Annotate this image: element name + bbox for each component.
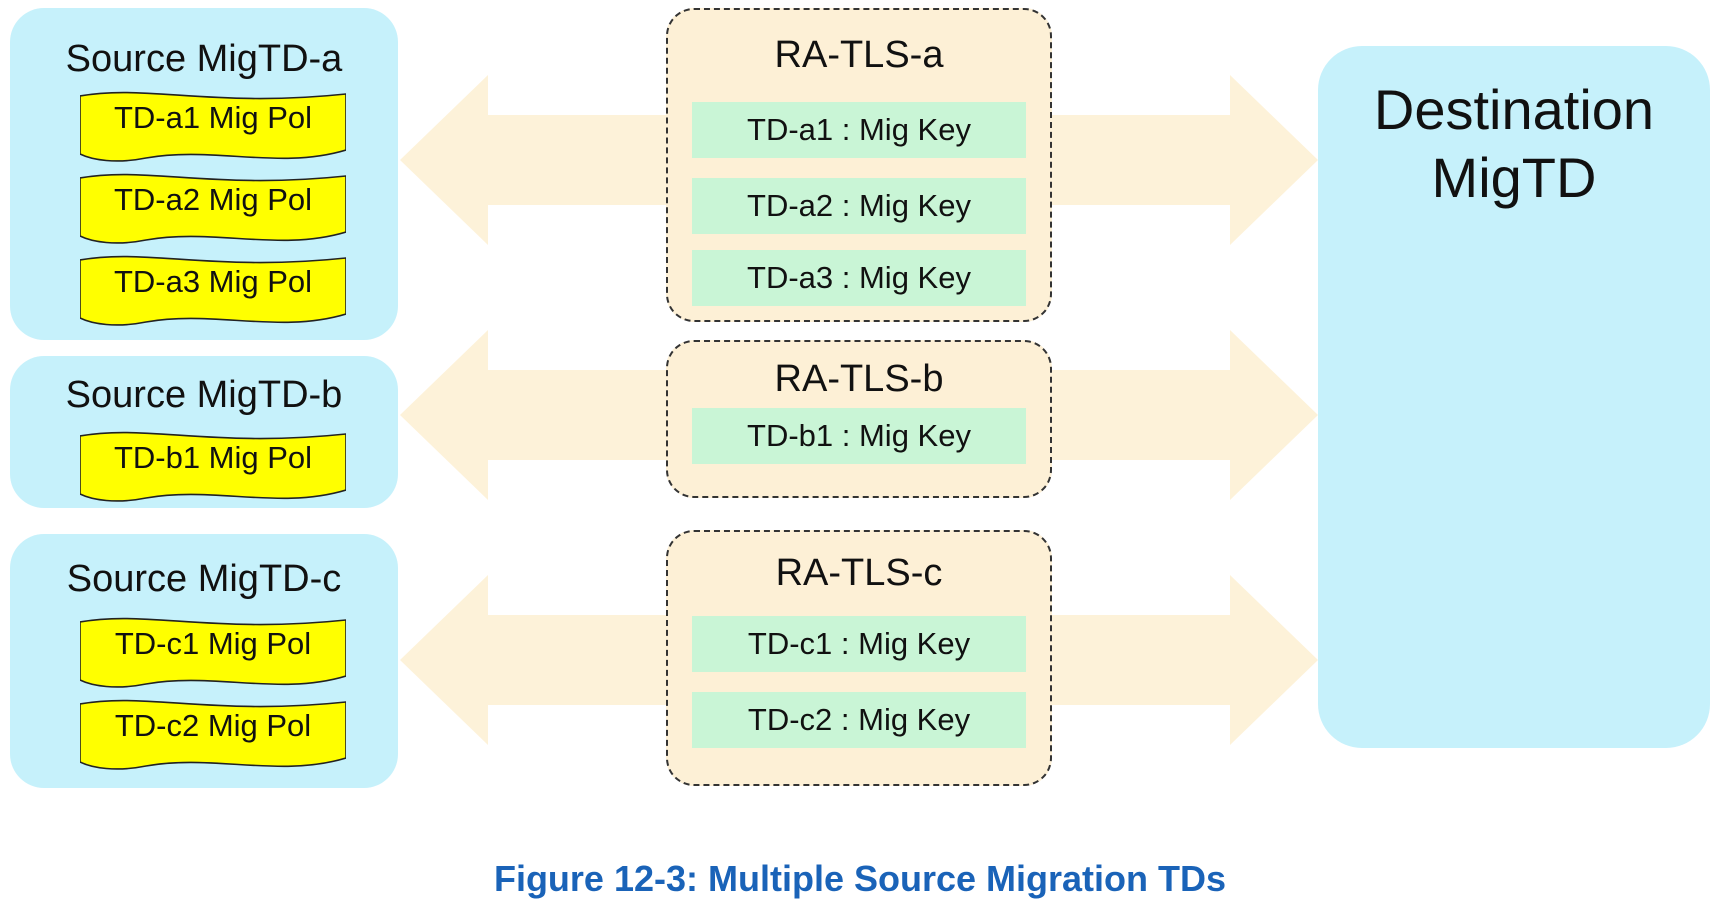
session-title: RA-TLS-b xyxy=(774,358,944,400)
destination-title-line-1: Destination xyxy=(1373,78,1655,141)
policy-document: TD-a3 Mig Pol xyxy=(80,252,346,328)
session-title: RA-TLS-c xyxy=(775,552,943,594)
mig-key-entry: TD-a3 : Mig Key xyxy=(692,250,1026,306)
mig-key-entry: TD-a1 : Mig Key xyxy=(692,102,1026,158)
policy-label: TD-a1 Mig Pol xyxy=(113,100,313,135)
policy-label: TD-c1 Mig Pol xyxy=(114,626,312,661)
ra-tls-session-b: RA-TLS-b TD-b1 : Mig Key xyxy=(666,340,1052,498)
ra-tls-session-c: RA-TLS-c TD-c1 : Mig Key TD-c2 : Mig Key xyxy=(666,530,1052,786)
policy-document: TD-b1 Mig Pol xyxy=(80,428,346,504)
policy-label: TD-a2 Mig Pol xyxy=(113,182,313,217)
policy-document: TD-c2 Mig Pol xyxy=(80,696,346,772)
policy-label: TD-a3 Mig Pol xyxy=(113,264,313,299)
policy-document: TD-a2 Mig Pol xyxy=(80,170,346,246)
destination-title: Destination MigTD xyxy=(1318,76,1710,212)
source-title: Source MigTD-b xyxy=(65,374,343,416)
source-title: Source MigTD-a xyxy=(65,38,343,80)
source-title: Source MigTD-c xyxy=(66,558,342,600)
policy-label: TD-b1 Mig Pol xyxy=(113,440,313,475)
policy-document: TD-a1 Mig Pol xyxy=(80,88,346,164)
mig-key-entry: TD-a2 : Mig Key xyxy=(692,178,1026,234)
session-title: RA-TLS-a xyxy=(774,34,944,76)
source-migtd-b: Source MigTD-b TD-b1 Mig Pol xyxy=(10,356,398,508)
destination-title-line-2: MigTD xyxy=(1431,146,1597,209)
mig-key-entry: TD-b1 : Mig Key xyxy=(692,408,1026,464)
destination-migtd: Destination MigTD xyxy=(1318,46,1710,748)
policy-label: TD-c2 Mig Pol xyxy=(114,708,312,743)
source-migtd-c: Source MigTD-c TD-c1 Mig Pol TD-c2 Mig P… xyxy=(10,534,398,788)
mig-key-entry: TD-c2 : Mig Key xyxy=(692,692,1026,748)
mig-key-entry: TD-c1 : Mig Key xyxy=(692,616,1026,672)
policy-document: TD-c1 Mig Pol xyxy=(80,614,346,690)
ra-tls-session-a: RA-TLS-a TD-a1 : Mig Key TD-a2 : Mig Key… xyxy=(666,8,1052,322)
figure-caption: Figure 12-3: Multiple Source Migration T… xyxy=(493,858,1227,899)
source-migtd-a: Source MigTD-a TD-a1 Mig Pol TD-a2 Mig P… xyxy=(10,8,398,340)
